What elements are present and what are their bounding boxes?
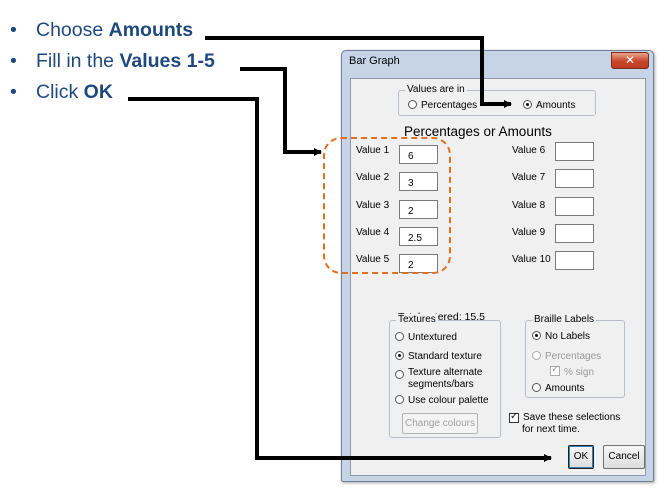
instruction-emphasis: Amounts [108,19,194,41]
radio-texture-alternate[interactable]: Texture alternate segments/bars [395,367,495,391]
percent-sign-checkbox[interactable]: % sign [550,364,595,379]
value-6-label: Value 6 [512,145,546,156]
radio-untextured[interactable]: Untextured [395,332,457,344]
value-1-label: Value 1 [356,145,390,156]
instruction-text: Click [36,81,84,103]
save-selections-checkbox[interactable]: Save these selections for next time. [509,411,629,436]
close-button[interactable]: ✕ [611,52,649,69]
value-10-input[interactable] [555,251,594,270]
radio-label: Amounts [536,100,576,111]
radio-label: Standard texture [408,351,482,362]
value-3-input[interactable]: 2 [399,200,438,219]
bar-graph-dialog: Bar Graph ✕ Values are in Percentages Am… [341,50,654,482]
dialog-body: Values are in Percentages Amounts Percen… [350,78,646,476]
checkbox-label: % sign [564,367,595,378]
radio-circle [532,383,541,392]
radio-colour-palette[interactable]: Use colour palette [395,395,489,407]
values-are-in-label: Values are in [405,84,467,96]
value-3-label: Value 3 [356,200,390,211]
radio-circle [395,370,404,379]
bullet-glyph: • [10,19,17,41]
radio-label: Use colour palette [408,395,489,406]
dialog-title: Bar Graph [349,55,400,67]
value-2-label: Value 2 [356,172,390,183]
radio-label: Texture alternate segments/bars [408,367,483,390]
value-8-label: Value 8 [512,200,546,211]
radio-label: No Labels [545,331,591,342]
instruction-text: Choose [36,19,109,41]
values-heading: Percentages or Amounts [404,124,552,139]
instruction-emphasis: Values 1-5 [119,50,215,72]
instruction-emphasis: OK [83,81,113,103]
value-7-label: Value 7 [512,172,546,183]
cancel-button[interactable]: Cancel [603,445,645,469]
radio-braille-amounts[interactable]: Amounts [532,383,584,395]
value-9-label: Value 9 [512,227,546,238]
instruction-click-ok: • Click OK [10,80,113,104]
value-4-input[interactable]: 2.5 [399,227,438,246]
radio-label: Untextured [408,332,457,343]
values-are-in-group: Values are in Percentages Amounts [398,84,596,116]
ok-button[interactable]: OK [568,445,594,469]
radio-circle [532,351,541,360]
radio-label: Amounts [545,383,585,394]
value-9-input[interactable] [555,224,594,243]
radio-circle [408,100,417,109]
radio-circle-selected [523,100,532,109]
instruction-fill-values: • Fill in the Values 1-5 [10,49,215,73]
checkbox-box [550,364,560,376]
braille-labels-group: Braille Labels No Labels Percentages % s… [525,314,625,398]
textures-label: Textures [396,314,438,326]
close-icon: ✕ [624,53,636,67]
title-bar: Bar Graph ✕ [342,51,653,73]
radio-amounts[interactable]: Amounts [523,100,575,112]
value-7-input[interactable] [555,169,594,188]
checkbox-label: Save these selections for next time. [522,412,621,435]
bullet-glyph: • [10,81,17,103]
radio-circle-selected [532,331,541,340]
radio-percentages[interactable]: Percentages [408,100,477,112]
radio-circle [395,332,404,341]
value-2-input[interactable]: 3 [399,172,438,191]
radio-braille-percentages[interactable]: Percentages [532,351,601,363]
radio-label: Percentages [545,351,602,362]
value-4-label: Value 4 [356,227,390,238]
value-5-label: Value 5 [356,254,390,265]
value-10-label: Value 10 [512,254,551,265]
checkbox-box [509,411,519,423]
radio-circle-selected [395,351,404,360]
value-5-input[interactable]: 2 [399,254,438,273]
radio-standard-texture[interactable]: Standard texture [395,351,482,363]
textures-group: Textures Untextured Standard texture Tex… [389,314,501,438]
bullet-glyph: • [10,50,17,72]
braille-labels-label: Braille Labels [532,314,597,326]
value-6-input[interactable] [555,142,594,161]
radio-label: Percentages [421,100,478,111]
value-8-input[interactable] [555,197,594,216]
radio-circle [395,395,404,404]
arrow-to-values [240,67,322,156]
change-colours-button[interactable]: Change colours [402,413,478,434]
instruction-choose-amounts: • Choose Amounts [10,18,193,42]
instruction-text: Fill in the [36,50,120,72]
radio-no-labels[interactable]: No Labels [532,331,590,343]
value-1-input[interactable]: 6 [399,145,438,164]
